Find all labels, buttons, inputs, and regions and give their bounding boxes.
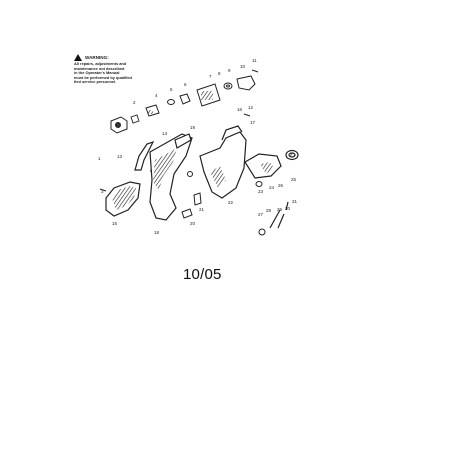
callout-3: 3 — [101, 189, 104, 194]
callout-23: 23 — [258, 189, 264, 194]
callout-22: 22 — [228, 200, 234, 205]
warning-block: WARNING: All repairs, adjustments and ma… — [74, 54, 150, 85]
callout-11: 11 — [252, 58, 257, 63]
warning-text: All repairs, adjustments and maintenance… — [74, 61, 150, 85]
warning-triangle-icon — [74, 54, 82, 61]
part-washer — [223, 82, 233, 90]
callout-7: 7 — [209, 74, 212, 79]
part-clip-small — [130, 114, 140, 124]
part-spacer — [193, 192, 202, 206]
part-cap-left — [110, 116, 128, 134]
part-nut-small — [187, 171, 193, 177]
callout-labels: 1234567891011121314151617181920212223242… — [98, 58, 298, 235]
callout-27: 27 — [258, 212, 264, 217]
callout-2: 2 — [133, 100, 136, 105]
callout-26: 26 — [278, 183, 284, 188]
callout-29: 29 — [277, 207, 283, 212]
callout-19: 19 — [190, 125, 196, 130]
warning-title: WARNING: — [85, 55, 109, 60]
part-handle-bracket — [134, 140, 155, 171]
callout-28: 28 — [266, 208, 272, 213]
callout-30: 30 — [285, 206, 291, 211]
part-screw-top — [251, 69, 259, 73]
part-fan-guard — [105, 181, 141, 217]
part-foot — [181, 208, 193, 219]
warning-line: fied service personnel. — [74, 79, 117, 85]
callout-31: 31 — [292, 199, 298, 204]
part-knob — [179, 93, 191, 105]
callout-4: 4 — [155, 93, 158, 98]
part-motor-cover — [244, 153, 282, 179]
callout-6: 6 — [184, 82, 187, 87]
part-screw-left — [99, 188, 107, 192]
part-housing-right — [199, 125, 247, 199]
part-spring-rod — [269, 201, 289, 229]
part-ring — [167, 99, 175, 105]
callout-18: 18 — [154, 230, 160, 235]
callout-10: 10 — [240, 64, 246, 69]
callout-21: 21 — [199, 207, 205, 212]
callout-9: 9 — [228, 68, 231, 73]
part-switch-bracket — [145, 104, 160, 117]
callout-14: 14 — [162, 131, 168, 136]
callout-17: 17 — [250, 120, 256, 125]
warning-header: WARNING: — [74, 54, 150, 61]
callout-24: 24 — [269, 185, 275, 190]
warning-line: must be performed by qualified — [74, 74, 132, 80]
part-fan-impeller — [285, 149, 299, 161]
part-housing-left — [149, 133, 193, 221]
warning-line: in the Operator's Manual — [74, 70, 120, 76]
part-trigger — [236, 75, 256, 91]
part-bushing — [255, 181, 263, 187]
callout-25: 25 — [291, 177, 297, 182]
callout-1: 1 — [98, 156, 101, 161]
part-screw-right — [243, 113, 251, 117]
warning-line: All repairs, adjustments and — [74, 61, 127, 66]
callout-15: 15 — [112, 221, 118, 226]
date-code: 10/05 — [183, 266, 222, 283]
callout-13: 13 — [117, 154, 123, 159]
callout-20: 20 — [190, 221, 196, 226]
callout-8: 8 — [218, 71, 221, 76]
callout-16: 16 — [237, 107, 243, 112]
callout-12: 12 — [248, 105, 254, 110]
part-switch-housing — [196, 83, 221, 107]
callout-5: 5 — [170, 87, 173, 92]
warning-line: maintenance not described — [74, 65, 125, 71]
part-grommet — [258, 228, 266, 236]
